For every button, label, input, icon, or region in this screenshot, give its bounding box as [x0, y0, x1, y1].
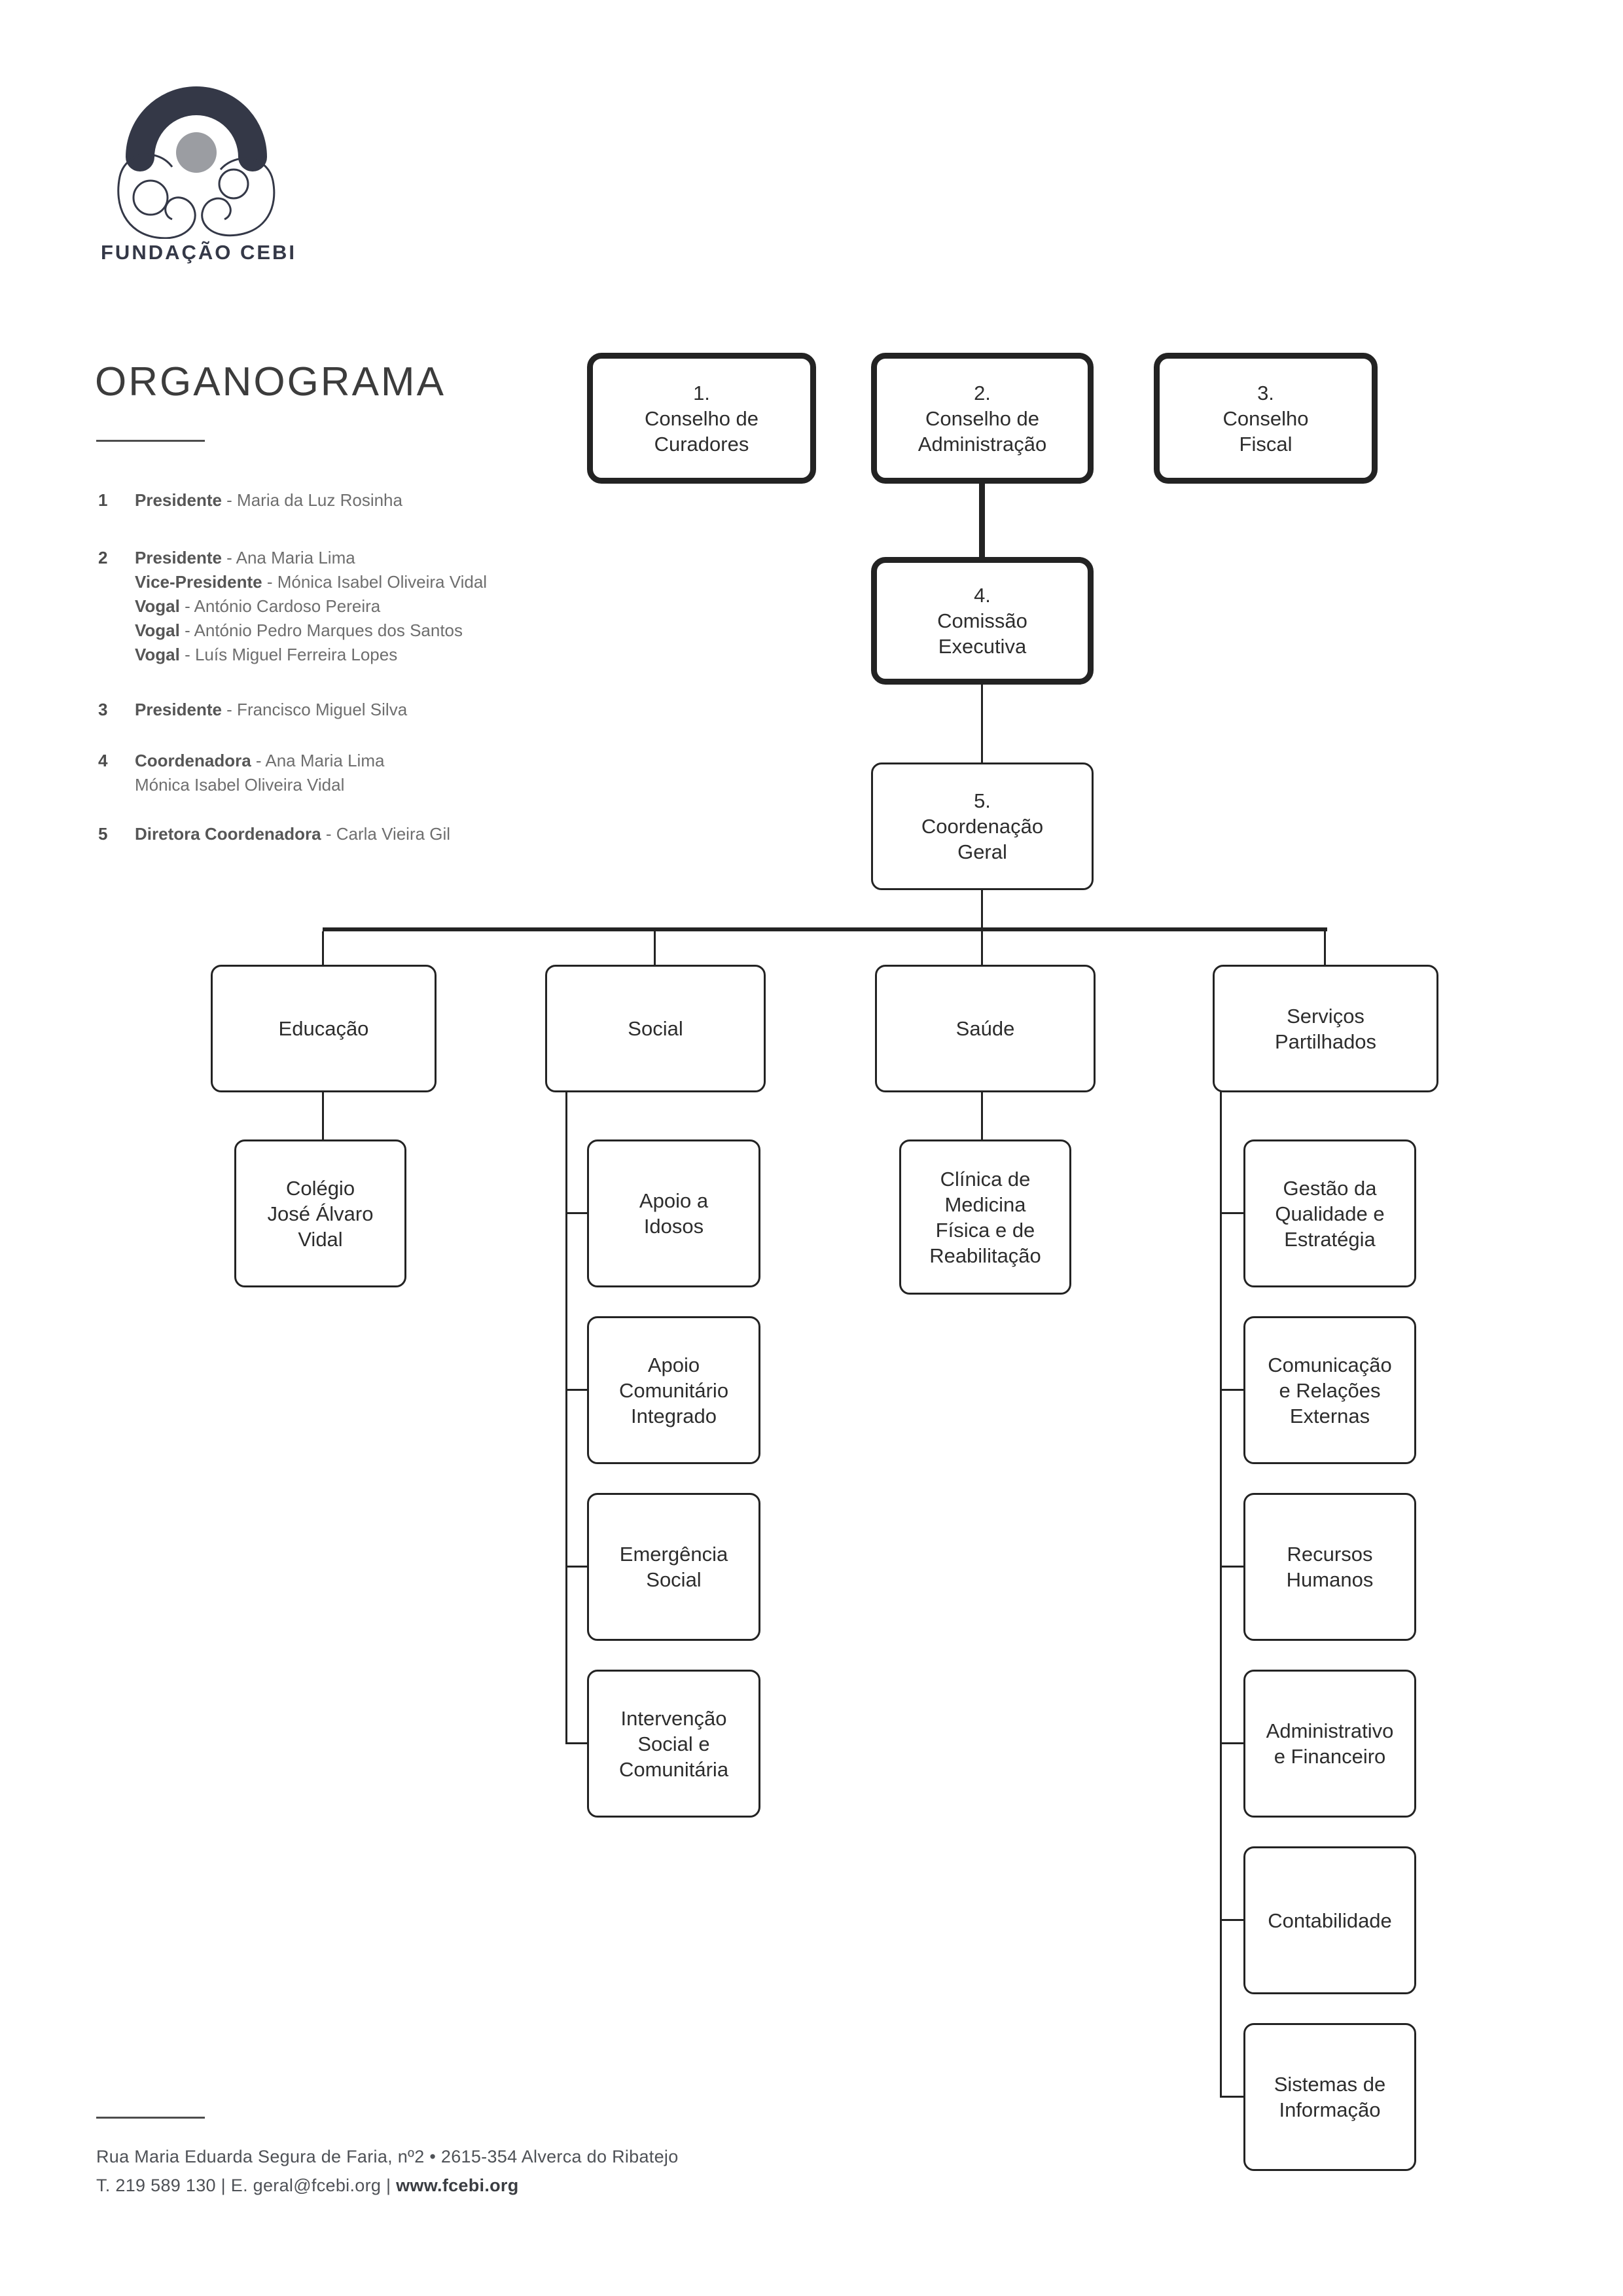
node-conselho-fiscal: 3. Conselho Fiscal — [1154, 353, 1378, 484]
connector-stub-emergencia — [565, 1566, 589, 1568]
connector-social-spine — [565, 1091, 567, 1744]
node-educacao: Educação — [211, 965, 437, 1092]
node-intervencao-social-comunitaria: Intervenção Social e Comunitária — [587, 1670, 760, 1818]
connector-drop-saude — [981, 931, 983, 966]
connector-coordenacao-branches — [981, 888, 983, 929]
legend-entry: Presidente - Francisco Miguel Silva — [135, 700, 408, 719]
legend-number: 4 — [98, 751, 108, 770]
node-contabilidade: Contabilidade — [1243, 1846, 1416, 1994]
connector-stub-apoio-comunitario — [565, 1389, 589, 1391]
legend-entry: Presidente - Ana Maria Lima — [135, 548, 355, 567]
connector-drop-servicos — [1324, 931, 1326, 966]
connector-stub-contabilidade — [1220, 1919, 1245, 1921]
legend-number: 2 — [98, 548, 108, 567]
logo-wordmark: FUNDAÇÃO CEBI — [101, 241, 297, 264]
connector-saude-clinica — [981, 1091, 983, 1141]
legend-entry: Vogal - Luís Miguel Ferreira Lopes — [135, 645, 398, 664]
node-apoio-a-idosos: Apoio a Idosos — [587, 1139, 760, 1287]
legend-entry: Vogal - António Pedro Marques dos Santos — [135, 620, 463, 640]
connector-stub-recursos — [1220, 1566, 1245, 1568]
legend-item-4: 4 Coordenadora - Ana Maria Lima Mónica I… — [98, 749, 384, 797]
node-apoio-comunitario-integrado: Apoio Comunitário Integrado — [587, 1316, 760, 1464]
connector-stub-gestao — [1220, 1212, 1245, 1214]
legend-number: 1 — [98, 490, 108, 510]
legend-item-2: 2 Presidente - Ana Maria Lima Vice-Presi… — [98, 546, 487, 667]
legend-number: 5 — [98, 824, 108, 844]
node-comunicacao-relacoes-externas: Comunicação e Relações Externas — [1243, 1316, 1416, 1464]
connector-stub-intervencao — [565, 1742, 589, 1744]
connector-stub-administrativo — [1220, 1742, 1245, 1744]
connector-drop-social — [654, 931, 656, 966]
node-comissao-executiva: 4. Comissão Executiva — [871, 557, 1094, 685]
page-title: ORGANOGRAMA — [95, 359, 446, 404]
legend-number: 3 — [98, 700, 108, 719]
node-administrativo-financeiro: Administrativo e Financeiro — [1243, 1670, 1416, 1818]
node-colegio-jose-alvaro-vidal: Colégio José Álvaro Vidal — [234, 1139, 406, 1287]
node-sistemas-informacao: Sistemas de Informação — [1243, 2023, 1416, 2171]
connector-educacao-colegio — [322, 1091, 324, 1141]
footer-phone-email: T. 219 589 130 | E. geral@fcebi.org | — [96, 2176, 397, 2195]
footer-website: www.fcebi.org — [396, 2176, 519, 2195]
legend-entry: Vogal - António Cardoso Pereira — [135, 596, 381, 616]
title-underline — [96, 440, 205, 442]
connector-drop-educacao — [322, 931, 324, 966]
node-conselho-curadores: 1. Conselho de Curadores — [587, 353, 816, 484]
footer-contacts: T. 219 589 130 | E. geral@fcebi.org | ww… — [96, 2176, 519, 2196]
connector-servicos-spine — [1220, 1091, 1222, 2098]
legend-item-1: 1 Presidente - Maria da Luz Rosinha — [98, 488, 402, 512]
footer-address: Rua Maria Eduarda Segura de Faria, nº2 •… — [96, 2147, 679, 2166]
logo: FUNDAÇÃO CEBI — [98, 85, 301, 264]
node-servicos-partilhados: Serviços Partilhados — [1213, 965, 1438, 1092]
connector-administracao-comissao — [979, 481, 985, 560]
connector-branch-bar — [323, 927, 1327, 931]
legend-entry: Presidente - Maria da Luz Rosinha — [135, 490, 402, 510]
node-social: Social — [545, 965, 766, 1092]
connector-comissao-coordenacao — [981, 682, 983, 764]
legend-item-3: 3 Presidente - Francisco Miguel Silva — [98, 698, 407, 722]
fundacao-cebi-logo-icon — [117, 86, 276, 239]
legend-item-5: 5 Diretora Coordenadora - Carla Vieira G… — [98, 822, 450, 846]
node-conselho-administracao: 2. Conselho de Administração — [871, 353, 1094, 484]
connector-stub-comunicacao — [1220, 1389, 1245, 1391]
node-coordenacao-geral: 5. Coordenação Geral — [871, 762, 1094, 890]
legend-entry: Coordenadora - Ana Maria Lima — [135, 751, 385, 770]
node-emergencia-social: Emergência Social — [587, 1493, 760, 1641]
footer-rule — [96, 2117, 205, 2119]
node-clinica-medicina-fisica: Clínica de Medicina Física e de Reabilit… — [899, 1139, 1071, 1295]
node-gestao-qualidade-estrategia: Gestão da Qualidade e Estratégia — [1243, 1139, 1416, 1287]
node-saude: Saúde — [875, 965, 1096, 1092]
legend-entry: Diretora Coordenadora - Carla Vieira Gil — [135, 824, 451, 844]
node-recursos-humanos: Recursos Humanos — [1243, 1493, 1416, 1641]
legend-entry: Mónica Isabel Oliveira Vidal — [135, 775, 345, 795]
connector-stub-apoio-idosos — [565, 1212, 589, 1214]
connector-stub-sistemas — [1220, 2096, 1245, 2098]
legend-entry: Vice-Presidente - Mónica Isabel Oliveira… — [135, 572, 488, 592]
